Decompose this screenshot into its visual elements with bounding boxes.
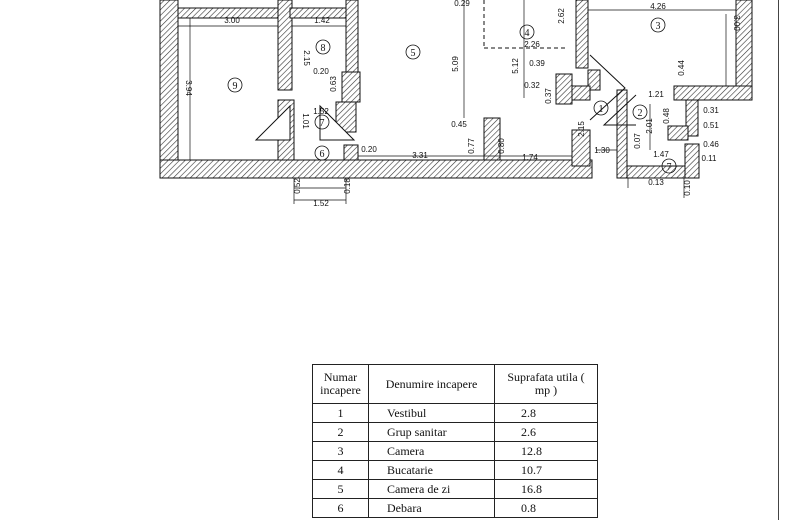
- table-row: 3 Camera 12.8: [312, 441, 598, 461]
- room-number-cell: 6: [312, 498, 369, 518]
- dim-label: 5.12: [511, 58, 520, 74]
- dim-label: 0.77: [467, 138, 476, 154]
- table-row: 2 Grup sanitar 2.6: [312, 422, 598, 442]
- dim-label: 1.42: [314, 16, 330, 25]
- dim-label: 3.00: [224, 16, 240, 25]
- room-number-9: 9: [233, 81, 238, 92]
- dim-label: 0.39: [529, 59, 545, 68]
- dim-label: 0.48: [662, 108, 671, 124]
- dim-label: 3.31: [412, 151, 428, 160]
- room-area-cell: 10.7: [494, 460, 598, 480]
- room-labels: 1 2 3 4 5 6 7 7 8 9: [227, 17, 677, 174]
- room-area-cell: 16.8: [494, 479, 598, 499]
- dim-label: 3.00: [732, 15, 741, 31]
- room-number-cell: 2: [312, 422, 369, 442]
- room-name-cell: Bucatarie: [368, 460, 495, 480]
- dim-label: 0.80: [497, 138, 506, 154]
- room-number-3: 3: [656, 21, 661, 32]
- room-number-6: 6: [320, 149, 325, 160]
- dimension-lines: [178, 0, 736, 204]
- dim-label: 1.01: [301, 113, 310, 129]
- dim-label: 2.62: [557, 8, 566, 24]
- exterior-walls: [159, 0, 753, 179]
- room-number-1: 1: [599, 104, 604, 115]
- header-room-number: Numar incapere: [312, 364, 369, 404]
- room-area-cell: 2.6: [494, 422, 598, 442]
- dim-label: 0.52: [293, 178, 302, 194]
- room-name-cell: Camera: [368, 441, 495, 461]
- table-row: 6 Debara 0.8: [312, 498, 598, 518]
- room-number-8: 8: [321, 43, 326, 54]
- room-name-cell: Camera de zi: [368, 479, 495, 499]
- interior-walls: [177, 0, 591, 161]
- dim-label: 1.52: [313, 199, 329, 208]
- room-number-cell: 5: [312, 479, 369, 499]
- dimension-labels: 3.00 1.42 0.29 2.62 4.26 3.00 2.15 0.20 …: [184, 0, 741, 208]
- dim-label: 4.26: [650, 2, 666, 11]
- table-row: 1 Vestibul 2.8: [312, 403, 598, 423]
- dim-label: 0.32: [524, 81, 540, 90]
- room-number-cell: 1: [312, 403, 369, 423]
- dim-label: 0.29: [454, 0, 470, 8]
- header-room-name: Denumire incapere: [368, 364, 495, 404]
- dim-label: 0.13: [648, 178, 664, 187]
- room-area-cell: 0.8: [494, 498, 598, 518]
- header-usable-area: Suprafata utila ( mp ): [494, 364, 598, 404]
- drawing-frame-line: [778, 0, 779, 520]
- room-area-cell: 12.8: [494, 441, 598, 461]
- table-header-row: Numar incapere Denumire incapere Suprafa…: [312, 364, 598, 404]
- dim-label: 5.09: [451, 56, 460, 72]
- room-name-cell: Debara: [368, 498, 495, 518]
- table-row: 5 Camera de zi 16.8: [312, 479, 598, 499]
- dim-label: 0.20: [361, 145, 377, 154]
- dim-label: 0.10: [683, 180, 692, 196]
- room-number-cell: 4: [312, 460, 369, 480]
- room-name-cell: Grup sanitar: [368, 422, 495, 442]
- dim-label: 0.46: [703, 140, 719, 149]
- dim-label: 0.63: [329, 76, 338, 92]
- dim-label: 0.11: [702, 154, 718, 163]
- dim-label: 0.45: [451, 120, 467, 129]
- dim-label: 1.74: [522, 153, 538, 162]
- dim-label: 3.94: [184, 80, 193, 96]
- dim-label: 2.15: [577, 121, 586, 137]
- dim-label: 2.26: [524, 40, 540, 49]
- dim-label: 0.37: [544, 88, 553, 104]
- dim-label: 2.15: [302, 50, 311, 66]
- dim-label: 2.01: [645, 118, 654, 134]
- dim-label: 1.30: [594, 146, 610, 155]
- dim-label: 0.20: [313, 67, 329, 76]
- door-symbols: [254, 0, 637, 141]
- room-area-table: Numar incapere Denumire incapere Suprafa…: [312, 364, 598, 518]
- dim-label: 0.18: [343, 178, 352, 194]
- dim-label: 0.31: [703, 106, 719, 115]
- dim-label: 0.07: [633, 133, 642, 149]
- table-row: 4 Bucatarie 10.7: [312, 460, 598, 480]
- dim-label: 0.51: [703, 121, 719, 130]
- dim-label: 1.47: [653, 150, 669, 159]
- room-number-7-alt: 7: [667, 162, 672, 173]
- room-number-cell: 3: [312, 441, 369, 461]
- room-number-7: 7: [320, 118, 325, 129]
- room-number-4: 4: [525, 28, 530, 39]
- dim-label: 0.44: [677, 60, 686, 76]
- room-number-2: 2: [638, 108, 643, 119]
- room-name-cell: Vestibul: [368, 403, 495, 423]
- room-area-cell: 2.8: [494, 403, 598, 423]
- dim-label: 1.52: [313, 107, 329, 116]
- dim-label: 1.21: [648, 90, 664, 99]
- room-number-5: 5: [411, 48, 416, 59]
